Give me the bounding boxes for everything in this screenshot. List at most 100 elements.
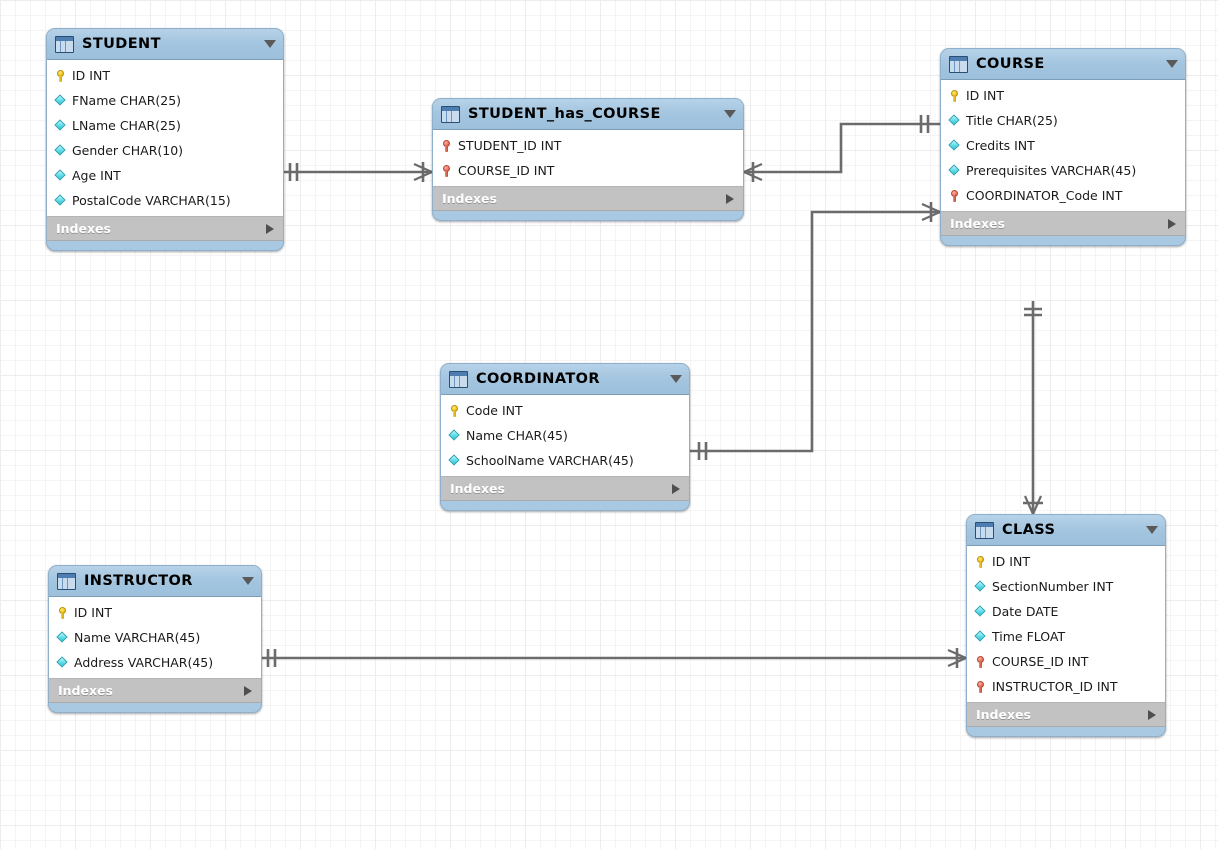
column-label: INSTRUCTOR_ID INT: [992, 679, 1118, 694]
column-row[interactable]: ID INT: [49, 600, 261, 625]
chevron-down-icon[interactable]: [1166, 60, 1178, 68]
column-row[interactable]: Title CHAR(25): [941, 108, 1185, 133]
column-row[interactable]: ID INT: [967, 549, 1165, 574]
indexes-label: Indexes: [442, 191, 497, 206]
column-list: STUDENT_ID INT COURSE_ID INT: [433, 129, 743, 187]
column-row[interactable]: Prerequisites VARCHAR(45): [941, 158, 1185, 183]
column-list: Code INT Name CHAR(45) SchoolName VARCHA…: [441, 394, 689, 477]
chevron-down-icon[interactable]: [670, 375, 682, 383]
column-row[interactable]: STUDENT_ID INT: [433, 133, 743, 158]
indexes-section[interactable]: Indexes: [433, 187, 743, 211]
column-label: ID INT: [992, 554, 1030, 569]
table-student-has-course[interactable]: STUDENT_has_COURSE STUDENT_ID INT COURSE…: [432, 98, 744, 221]
chevron-right-icon[interactable]: [266, 223, 274, 234]
table-header[interactable]: INSTRUCTOR: [49, 566, 261, 596]
table-instructor[interactable]: INSTRUCTOR ID INT Name VARCHAR(45) Addre…: [48, 565, 262, 713]
table-icon: [55, 35, 74, 53]
column-row[interactable]: Name VARCHAR(45): [49, 625, 261, 650]
column-row[interactable]: SchoolName VARCHAR(45): [441, 448, 689, 473]
column-label: Address VARCHAR(45): [74, 655, 214, 670]
pk-key-icon: [974, 555, 988, 569]
column-row[interactable]: Code INT: [441, 398, 689, 423]
indexes-section[interactable]: Indexes: [49, 679, 261, 703]
column-row[interactable]: Credits INT: [941, 133, 1185, 158]
column-row[interactable]: COURSE_ID INT: [433, 158, 743, 183]
table-class[interactable]: CLASS ID INT SectionNumber INT Date DATE…: [966, 514, 1166, 737]
column-label: Date DATE: [992, 604, 1059, 619]
column-row[interactable]: ID INT: [941, 83, 1185, 108]
chevron-right-icon[interactable]: [244, 685, 252, 696]
table-icon: [449, 370, 468, 388]
indexes-label: Indexes: [56, 221, 111, 236]
column-label: ID INT: [72, 68, 110, 83]
table-header[interactable]: STUDENT_has_COURSE: [433, 99, 743, 129]
table-course[interactable]: COURSE ID INT Title CHAR(25) Credits INT…: [940, 48, 1186, 246]
column-row[interactable]: Time FLOAT: [967, 624, 1165, 649]
chevron-down-icon[interactable]: [724, 110, 736, 118]
pk-key-icon: [54, 69, 68, 83]
column-icon: [54, 94, 68, 108]
indexes-section[interactable]: Indexes: [441, 477, 689, 501]
table-coordinator[interactable]: COORDINATOR Code INT Name CHAR(45) Schoo…: [440, 363, 690, 511]
table-header[interactable]: CLASS: [967, 515, 1165, 545]
table-student[interactable]: STUDENT ID INT FName CHAR(25) LName CHAR…: [46, 28, 284, 251]
column-icon: [948, 139, 962, 153]
fk-key-icon: [974, 655, 988, 669]
column-icon: [54, 144, 68, 158]
table-header[interactable]: COORDINATOR: [441, 364, 689, 394]
column-list: ID INT Name VARCHAR(45) Address VARCHAR(…: [49, 596, 261, 679]
fk-key-icon: [440, 139, 454, 153]
column-icon: [948, 114, 962, 128]
column-row[interactable]: COURSE_ID INT: [967, 649, 1165, 674]
column-label: Name VARCHAR(45): [74, 630, 201, 645]
chevron-down-icon[interactable]: [1146, 526, 1158, 534]
table-icon: [949, 55, 968, 73]
column-row[interactable]: Gender CHAR(10): [47, 138, 283, 163]
fk-key-icon: [974, 680, 988, 694]
indexes-label: Indexes: [976, 707, 1031, 722]
table-title: INSTRUCTOR: [84, 573, 193, 589]
indexes-section[interactable]: Indexes: [967, 703, 1165, 727]
column-label: Code INT: [466, 403, 523, 418]
column-row[interactable]: PostalCode VARCHAR(15): [47, 188, 283, 213]
column-label: Time FLOAT: [992, 629, 1066, 644]
table-icon: [441, 105, 460, 123]
indexes-section[interactable]: Indexes: [941, 212, 1185, 236]
column-icon: [948, 164, 962, 178]
chevron-down-icon[interactable]: [264, 40, 276, 48]
column-row[interactable]: Date DATE: [967, 599, 1165, 624]
chevron-right-icon[interactable]: [1148, 709, 1156, 720]
table-title: COURSE: [976, 56, 1045, 72]
relationship-course-class: [1023, 301, 1043, 515]
column-label: LName CHAR(25): [72, 118, 181, 133]
table-title: CLASS: [1002, 522, 1056, 538]
column-row[interactable]: SectionNumber INT: [967, 574, 1165, 599]
column-icon: [54, 169, 68, 183]
column-icon: [56, 656, 70, 670]
column-row[interactable]: INSTRUCTOR_ID INT: [967, 674, 1165, 699]
table-icon: [57, 572, 76, 590]
indexes-section[interactable]: Indexes: [47, 217, 283, 241]
column-row[interactable]: LName CHAR(25): [47, 113, 283, 138]
column-label: Title CHAR(25): [966, 113, 1058, 128]
column-label: SectionNumber INT: [992, 579, 1114, 594]
column-row[interactable]: ID INT: [47, 63, 283, 88]
pk-key-icon: [948, 89, 962, 103]
column-icon: [54, 119, 68, 133]
column-label: PostalCode VARCHAR(15): [72, 193, 231, 208]
column-row[interactable]: Address VARCHAR(45): [49, 650, 261, 675]
chevron-right-icon[interactable]: [726, 193, 734, 204]
column-icon: [448, 429, 462, 443]
table-header[interactable]: STUDENT: [47, 29, 283, 59]
chevron-right-icon[interactable]: [672, 483, 680, 494]
table-header[interactable]: COURSE: [941, 49, 1185, 79]
column-row[interactable]: FName CHAR(25): [47, 88, 283, 113]
chevron-down-icon[interactable]: [242, 577, 254, 585]
table-title: COORDINATOR: [476, 371, 600, 387]
column-row[interactable]: COORDINATOR_Code INT: [941, 183, 1185, 208]
column-row[interactable]: Name CHAR(45): [441, 423, 689, 448]
chevron-right-icon[interactable]: [1168, 218, 1176, 229]
indexes-label: Indexes: [950, 216, 1005, 231]
column-row[interactable]: Age INT: [47, 163, 283, 188]
